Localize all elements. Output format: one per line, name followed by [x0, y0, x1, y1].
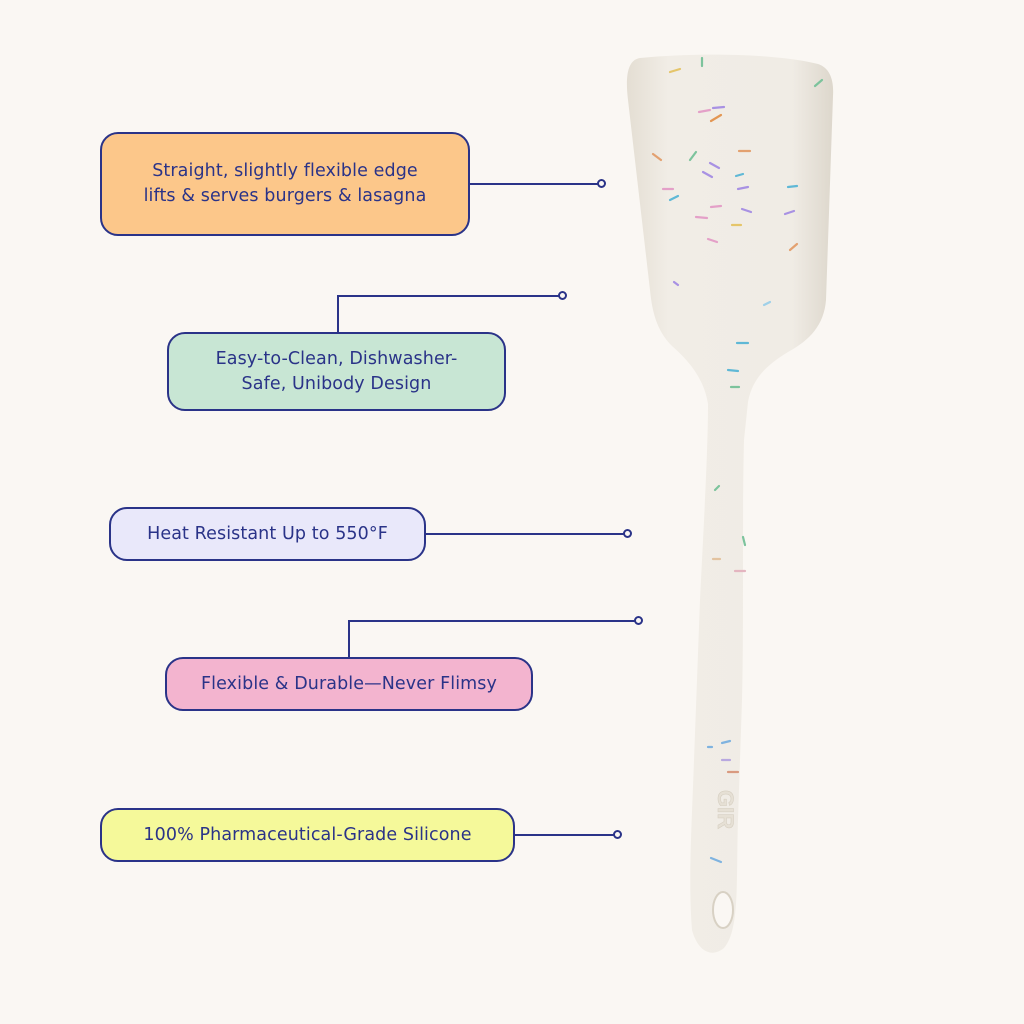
leader-line-flex-vertical [348, 620, 350, 658]
callout-edge: Straight, slightly flexible edge lifts &… [100, 132, 470, 236]
callout-flex-text: Flexible & Durable—Never Flimsy [201, 673, 497, 694]
callout-heat: Heat Resistant Up to 550°F [109, 507, 426, 561]
pointer-dot-edge [597, 179, 606, 188]
hang-hole-icon [712, 891, 734, 929]
spatula-body [626, 54, 834, 953]
sprinkles-decoration [651, 56, 824, 864]
leader-line-clean-vertical [337, 295, 339, 333]
pointer-dot-silicone [613, 830, 622, 839]
leader-line-silicone [515, 834, 614, 836]
callout-edge-line-2: lifts & serves burgers & lasagna [143, 186, 427, 206]
callout-silicone: 100% Pharmaceutical-Grade Silicone [100, 808, 515, 862]
callout-heat-text: Heat Resistant Up to 550°F [147, 523, 388, 544]
gir-logo: GIR [713, 790, 738, 829]
pointer-dot-heat [623, 529, 632, 538]
pointer-dot-clean [558, 291, 567, 300]
callout-silicone-text: 100% Pharmaceutical-Grade Silicone [143, 824, 472, 845]
leader-line-edge [470, 183, 598, 185]
callout-clean-line-2: Safe, Unibody Design [241, 373, 432, 394]
pointer-dot-flex [634, 616, 643, 625]
leader-line-clean [337, 295, 559, 297]
leader-line-heat [426, 533, 624, 535]
leader-line-flex [348, 620, 635, 622]
callout-clean: Easy-to-Clean, Dishwasher- Safe, Unibody… [167, 332, 506, 411]
callout-clean-line-1: Easy-to-Clean, Dishwasher- [215, 348, 458, 369]
callout-flex: Flexible & Durable—Never Flimsy [165, 657, 533, 711]
callout-edge-line-1: Straight, slightly flexible edge [152, 161, 418, 181]
